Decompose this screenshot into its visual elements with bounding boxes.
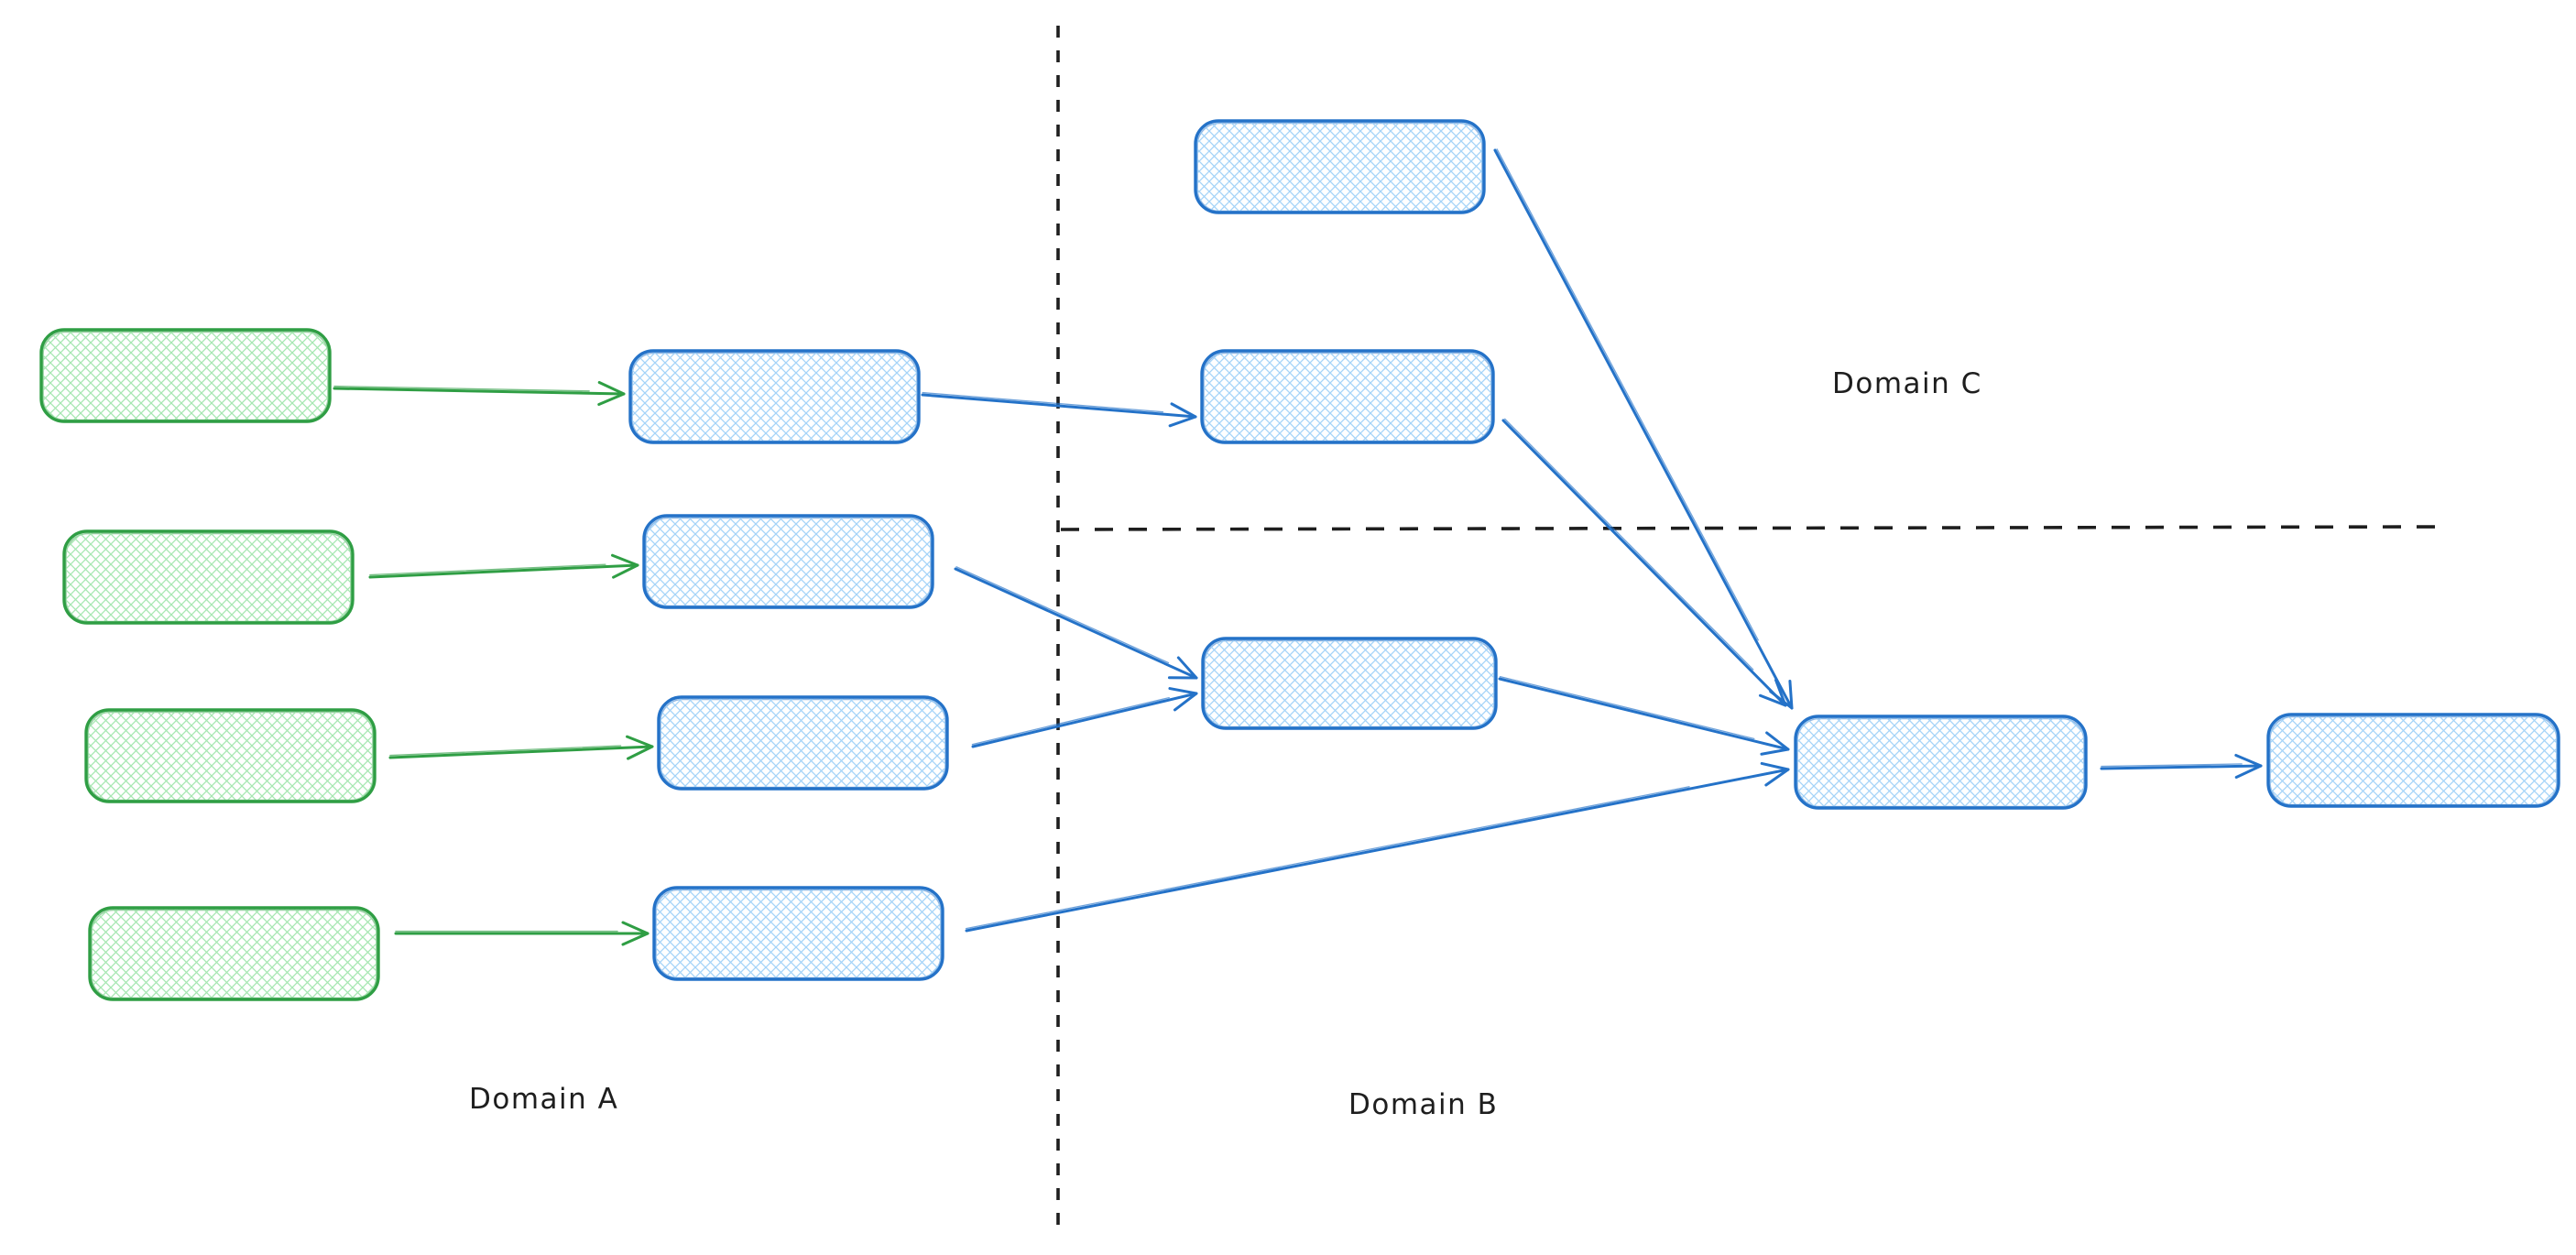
node-blue-hub [1794,715,2088,810]
edge-blue-a1-to-blue-c2 [921,391,1197,428]
node-blue-domain-c-2 [1200,349,1495,444]
edge-blue-b1-to-blue-hub [1498,675,1790,756]
domain-b-label: Domain B [1348,1088,1498,1121]
edge-green-4-to-blue-a4 [394,921,649,946]
node-green-source-4 [88,906,380,1001]
node-blue-domain-a-3 [657,695,949,791]
node-green-source-2 [62,529,355,625]
edge-blue-a4-to-blue-hub [965,761,1790,933]
edge-blue-c2-to-blue-hub [1501,418,1787,707]
edge-blue-c1-to-blue-hub [1493,148,1794,710]
domain-a-label: Domain A [469,1083,618,1116]
edge-blue-a2-to-blue-b1 [954,566,1198,680]
edge-blue-hub-to-blue-final [2100,753,2263,779]
node-blue-domain-a-1 [628,349,921,444]
divider-horizontal [1060,525,2445,531]
domain-c-label: Domain C [1832,367,1982,400]
edge-green-1-to-blue-a1 [333,380,626,406]
edge-green-2-to-blue-a2 [368,553,639,579]
node-green-source-1 [39,328,332,423]
edge-green-3-to-blue-a3 [388,735,654,760]
node-green-source-3 [84,708,377,803]
node-blue-domain-a-4 [652,886,944,981]
node-blue-domain-b-1 [1201,637,1498,730]
node-blue-domain-c-1 [1194,119,1486,214]
node-blue-final [2266,713,2560,808]
edge-blue-a3-to-blue-b1 [971,687,1198,748]
node-blue-domain-a-2 [642,514,934,609]
